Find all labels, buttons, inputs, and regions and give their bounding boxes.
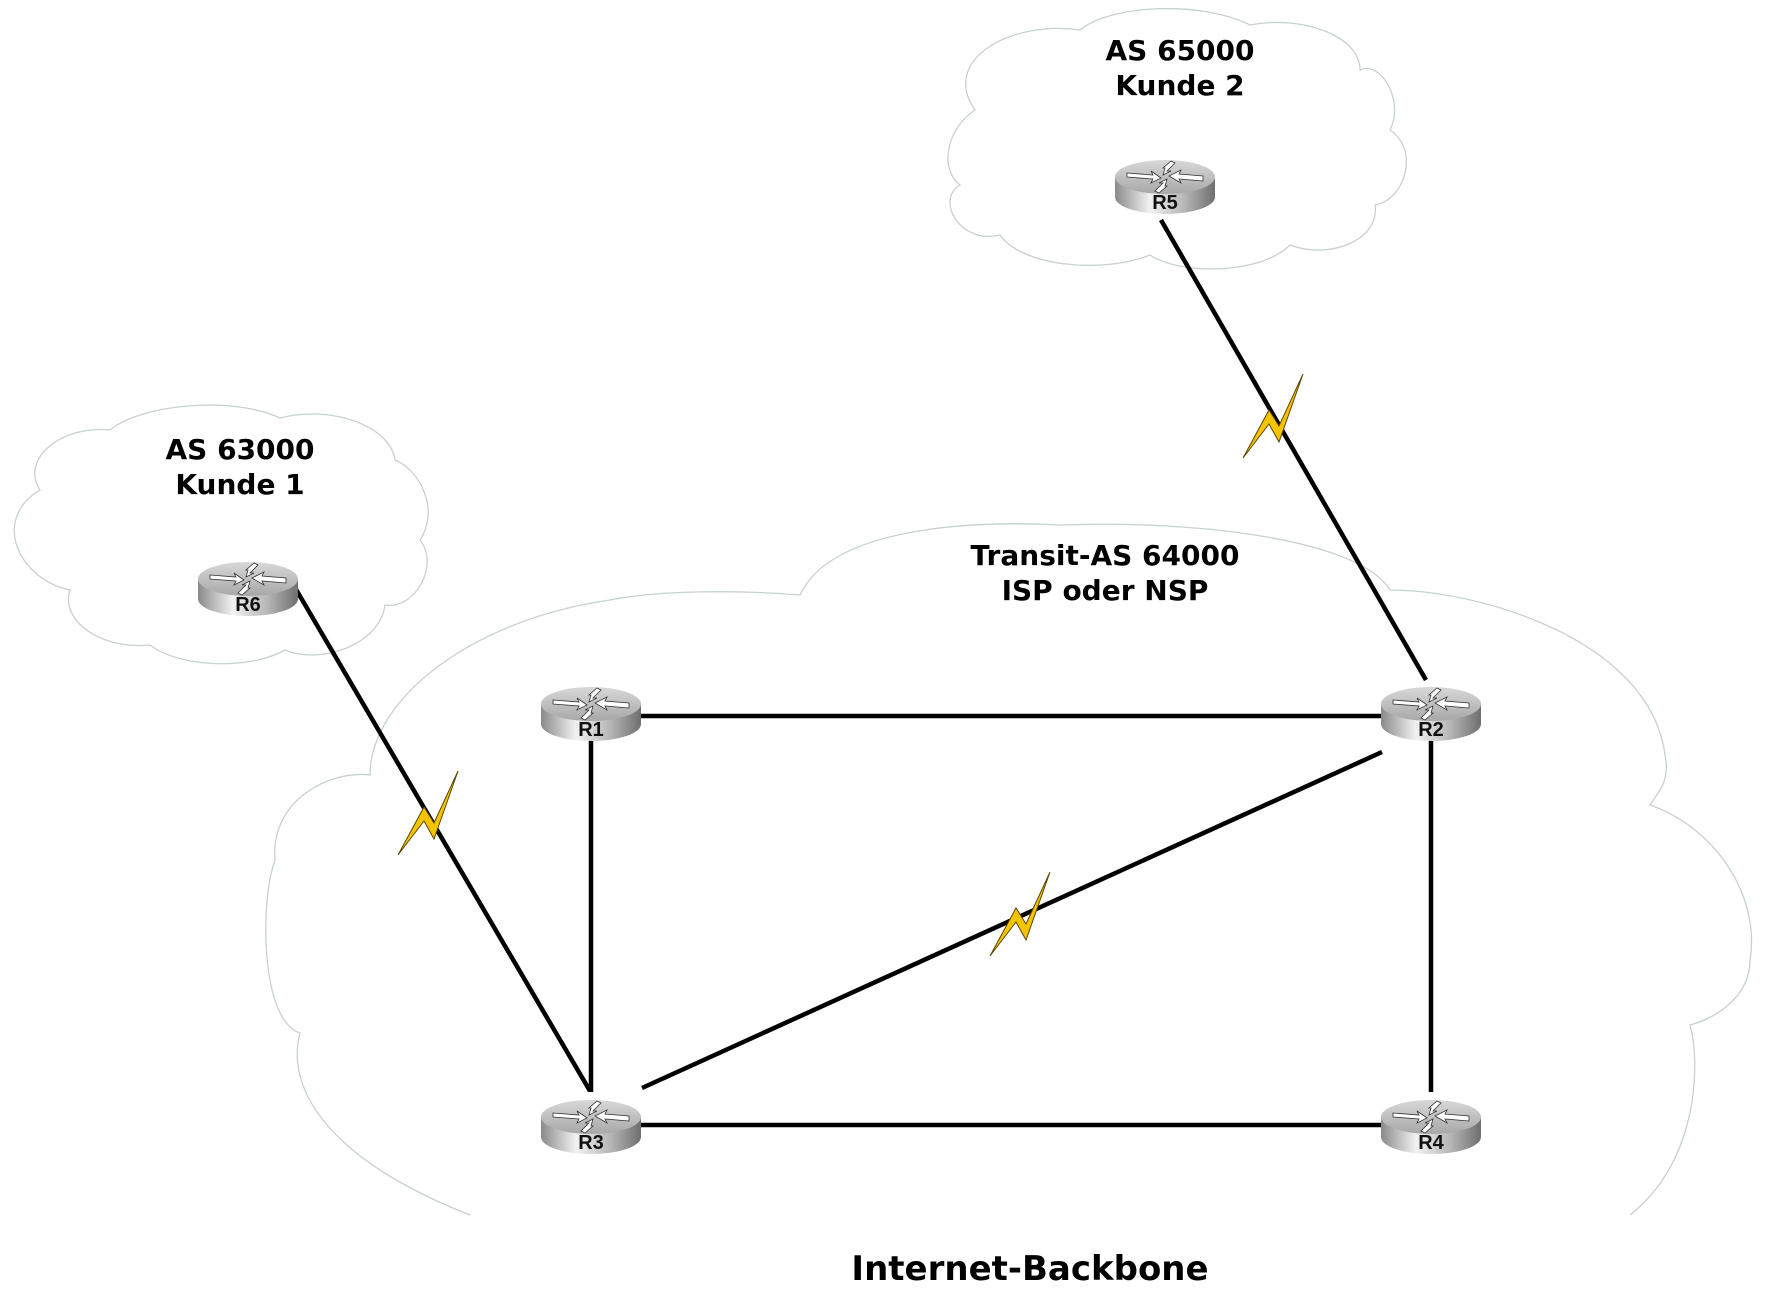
router-r1[interactable]: R1 <box>540 686 642 742</box>
cloud-label-line2: Kunde 2 <box>1115 69 1245 102</box>
router-r5[interactable]: R5 <box>1114 159 1216 215</box>
cloud-as63000 <box>13 404 429 665</box>
router-label: R4 <box>1418 1132 1444 1154</box>
cloud-label-line1: AS 65000 <box>1105 34 1255 67</box>
router-r4[interactable]: R4 <box>1380 1099 1482 1155</box>
cloud-label-line1: Transit-AS 64000 <box>970 539 1240 572</box>
serial-bolt-icon <box>1242 373 1304 459</box>
cloud-label-line1: AS 63000 <box>165 433 315 466</box>
cloud-as64000 <box>265 523 1753 1216</box>
router-label: R1 <box>578 719 604 741</box>
serial-bolt-icon <box>989 871 1051 957</box>
router-label: R5 <box>1152 192 1178 214</box>
cloud-label-as64000: Transit-AS 64000 ISP oder NSP <box>925 538 1285 608</box>
link-r6-r3-serial <box>285 572 592 1093</box>
diagram-title: Internet-Backbone <box>851 1249 1209 1289</box>
serial-bolt-icon <box>397 770 459 856</box>
cloud-label-line2: ISP oder NSP <box>1001 574 1209 607</box>
router-r3[interactable]: R3 <box>540 1099 642 1155</box>
cloud-label-line2: Kunde 1 <box>175 468 305 501</box>
router-r6[interactable]: R6 <box>197 561 299 617</box>
cloud-label-as65000: AS 65000 Kunde 2 <box>1040 33 1320 103</box>
router-label: R6 <box>235 594 261 616</box>
router-r2[interactable]: R2 <box>1380 686 1482 742</box>
links <box>285 218 1434 1128</box>
link-r5-r2-serial <box>1159 218 1428 682</box>
router-label: R2 <box>1418 719 1444 741</box>
cloud-as65000 <box>947 7 1407 270</box>
cloud-label-as63000: AS 63000 Kunde 1 <box>100 432 380 502</box>
router-label: R3 <box>578 1132 604 1154</box>
